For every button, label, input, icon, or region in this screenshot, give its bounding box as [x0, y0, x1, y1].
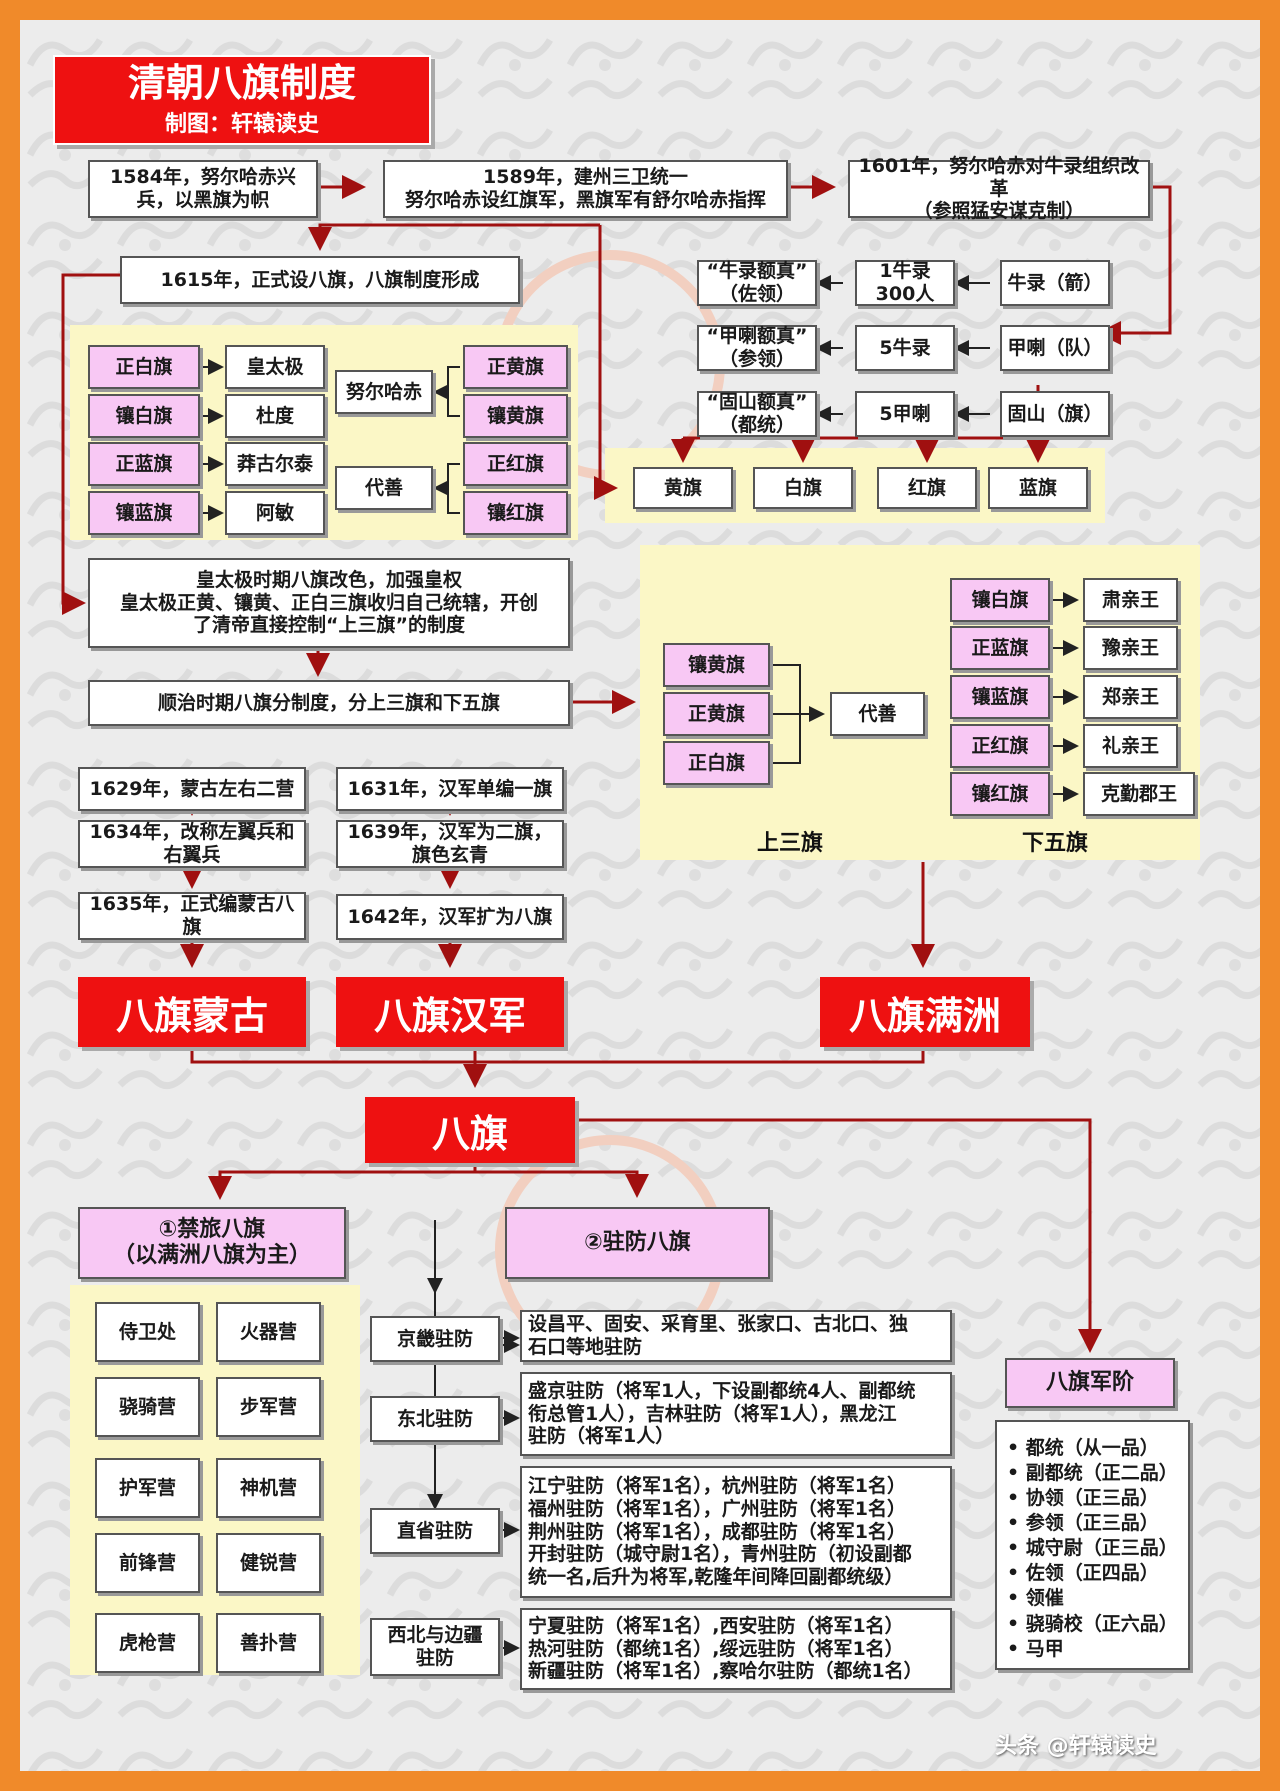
prince-su: 肃亲王	[1083, 578, 1178, 622]
ranks-list: • 都统（从一品） • 副都统（正二品） • 协领（正三品） • 参领（正三品）…	[995, 1420, 1190, 1670]
zhufang-jingji: 京畿驻防	[370, 1316, 500, 1362]
org-unit-niulu: 牛录（箭）	[1000, 260, 1110, 306]
camp-shiwei: 侍卫处	[95, 1302, 200, 1362]
org-size-jiala: 5牛录	[855, 325, 955, 371]
prince-li: 礼亲王	[1083, 724, 1178, 768]
camp-huoqi: 火器营	[216, 1302, 321, 1362]
zhufang-zhisheng: 直省驻防	[370, 1508, 500, 1554]
banner-zhengbai: 正白旗	[88, 345, 200, 389]
upper-zhenghuang: 正黄旗	[663, 692, 770, 736]
mongol-1629: 1629年，蒙古左右二营	[78, 767, 306, 811]
flag-white: 白旗	[753, 467, 853, 509]
zhufang-jingji-detail: 设昌平、固安、采育里、张家口、古北口、独 石口等地驻防	[520, 1310, 952, 1362]
owner-manggu: 莽古尔泰	[225, 442, 325, 486]
camp-hujun: 护军营	[95, 1458, 200, 1518]
lower-zhenglan: 正蓝旗	[950, 626, 1050, 670]
camp-shenji: 神机营	[216, 1458, 321, 1518]
rank-item: • 佐领（正四品）	[1007, 1562, 1159, 1585]
owner-amin: 阿敏	[225, 491, 325, 535]
group-manchu: 八旗满洲	[820, 977, 1030, 1047]
timeline-1601: 1601年，努尔哈赤对牛录组织改革 （参照猛安谋克制）	[848, 155, 1150, 222]
upper-label: 上三旗	[756, 831, 823, 856]
upper-xianghuang: 镶黄旗	[663, 643, 770, 687]
group-mongol: 八旗蒙古	[78, 977, 306, 1047]
han-1639: 1639年，汉军为二旗， 旗色玄青	[336, 820, 564, 868]
zhufang-title: ②驻防八旗	[505, 1207, 770, 1279]
huangtaiji-reform: 皇太极时期八旗改色，加强皇权 皇太极正黄、镶黄、正白三旗收归自己统辖，开创 了清…	[88, 558, 570, 648]
banner-zhenglan: 正蓝旗	[88, 442, 200, 486]
prince-zheng: 郑亲王	[1083, 675, 1178, 719]
mongol-1635: 1635年，正式编蒙古八 旗	[78, 892, 306, 940]
banner-xianglan: 镶蓝旗	[88, 491, 200, 535]
shunzhi-system: 顺治时期八旗分制度，分上三旗和下五旗	[88, 680, 570, 726]
rank-item: • 骁骑校（正六品）	[1007, 1612, 1178, 1635]
jinlv-title: ①禁旅八旗 （以满洲八旗为主）	[78, 1207, 346, 1279]
ranks-title: 八旗军阶	[1005, 1358, 1175, 1408]
rank-item: • 都统（从一品）	[1007, 1437, 1159, 1459]
camp-huqiang: 虎枪营	[95, 1613, 200, 1673]
org-unit-gushan: 固山（旗）	[1000, 391, 1110, 437]
zhufang-dongbei: 东北驻防	[370, 1396, 500, 1442]
timeline-1584: 1584年，努尔哈赤兴 兵，以黑旗为帜	[88, 160, 318, 218]
rank-item: • 副都统（正二品）	[1007, 1462, 1178, 1485]
lower-zhenghong: 正红旗	[950, 724, 1050, 768]
rank-item: • 协领（正三品）	[1007, 1487, 1159, 1510]
prince-yu: 豫亲王	[1083, 626, 1178, 670]
watermark: 头条 @轩辕读史	[995, 1734, 1157, 1759]
prince-keqin: 克勤郡王	[1083, 772, 1195, 816]
lower-xiangbai: 镶白旗	[950, 578, 1050, 622]
group-all-banners: 八旗	[365, 1097, 575, 1163]
org-size-gushan: 5甲喇	[855, 391, 955, 437]
rank-item: • 马甲	[1007, 1637, 1064, 1660]
org-unit-jiala: 甲喇（队）	[1000, 325, 1110, 371]
title-banner: 清朝八旗制度 制图：轩辕读史	[53, 55, 431, 145]
group-han: 八旗汉军	[336, 977, 564, 1047]
banner-xianghuang: 镶黄旗	[463, 394, 568, 438]
owner-huangtaiji: 皇太极	[225, 345, 325, 389]
lower-xianghong: 镶红旗	[950, 772, 1050, 816]
zhufang-xibei-detail: 宁夏驻防（将军1名）,西安驻防（将军1名） 热河驻防（都统1名）,绥远驻防（将军…	[520, 1608, 952, 1690]
nurhaci: 努尔哈赤	[335, 370, 433, 414]
zhufang-xibei: 西北与边疆 驻防	[370, 1618, 500, 1676]
camp-xiaoqi: 骁骑营	[95, 1377, 200, 1437]
han-1642: 1642年，汉军扩为八旗	[336, 894, 564, 940]
camp-jianrui: 健锐营	[216, 1533, 321, 1593]
diagram-canvas: 清朝八旗制度 制图：轩辕读史 1584年，努尔哈赤兴 兵，以黑旗为帜 1589年…	[20, 20, 1260, 1771]
rank-item: • 城守尉（正三品）	[1007, 1537, 1178, 1560]
upper-daishan: 代善	[830, 692, 925, 736]
zhufang-zhisheng-detail: 江宁驻防（将军1名），杭州驻防（将军1名） 福州驻防（将军1名），广州驻防（将军…	[520, 1466, 952, 1598]
zhufang-dongbei-detail: 盛京驻防（将军1人，下设副都统4人、副都统 衔总管1人），吉林驻防（将军1人），…	[520, 1372, 952, 1456]
han-1631: 1631年，汉军单编一旗	[336, 767, 564, 811]
camp-shanpu: 善扑营	[216, 1613, 321, 1673]
flag-blue: 蓝旗	[988, 467, 1088, 509]
banner-zhenghong: 正红旗	[463, 442, 568, 486]
flag-yellow: 黄旗	[633, 467, 733, 509]
flag-red: 红旗	[877, 467, 977, 509]
page-subtitle: 制图：轩辕读史	[164, 111, 319, 137]
rank-item: • 领催	[1007, 1587, 1064, 1610]
timeline-1615: 1615年，正式设八旗，八旗制度形成	[120, 256, 520, 304]
org-size-niulu: 1牛录 300人	[855, 260, 955, 306]
upper-zhengbai: 正白旗	[663, 741, 770, 785]
lower-label: 下五旗	[1021, 831, 1088, 856]
lower-xianglan: 镶蓝旗	[950, 675, 1050, 719]
page-title: 清朝八旗制度	[127, 61, 356, 106]
camp-bujun: 步军营	[216, 1377, 321, 1437]
org-leader-jiala: “甲喇额真” （参领）	[697, 325, 817, 371]
mongol-1634: 1634年，改称左翼兵和 右翼兵	[78, 820, 306, 868]
banner-xianghong: 镶红旗	[463, 491, 568, 535]
camp-qianfeng: 前锋营	[95, 1533, 200, 1593]
banner-xiangbai: 镶白旗	[88, 394, 200, 438]
rank-item: • 参领（正三品）	[1007, 1512, 1159, 1535]
daishan-1615: 代善	[335, 466, 433, 510]
owner-dudu: 杜度	[225, 394, 325, 438]
timeline-1589: 1589年，建州三卫统一 努尔哈赤设红旗军，黑旗军有舒尔哈赤指挥	[383, 160, 788, 218]
org-leader-niulu: “牛录额真” （佐领）	[697, 260, 817, 306]
org-leader-gushan: “固山额真” （都统）	[697, 391, 817, 437]
banner-zhenghuang: 正黄旗	[463, 345, 568, 389]
